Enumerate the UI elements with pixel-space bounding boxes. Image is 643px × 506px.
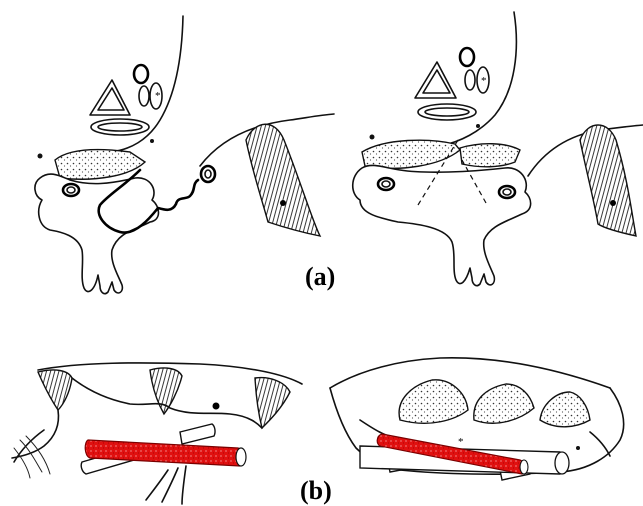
panel-label-a: (a) (305, 264, 335, 290)
trachea-icon (90, 80, 130, 115)
panel-b-left-spine-view (12, 363, 302, 504)
panel-a-left-cross-section: * (35, 16, 334, 294)
fiber-band-3 (255, 378, 290, 428)
vertebral-body-right (362, 140, 460, 168)
carotid-vessels-icon (134, 65, 162, 109)
panel-b-right-spine-view: * (330, 358, 624, 480)
fiber-band-1 (38, 370, 72, 410)
marker-star-right: * (481, 75, 487, 87)
upper-edge-right (330, 358, 610, 388)
esophagus-icon-right (418, 104, 476, 120)
vertebra-outline (35, 174, 159, 294)
fiber-band-2 (150, 368, 182, 414)
bone-segment-2 (474, 384, 534, 423)
small-vessel-icon (201, 166, 215, 182)
vertebra-outline-right (353, 165, 531, 285)
vertebral-body-right-2 (460, 144, 520, 167)
bone-segment-3 (540, 392, 590, 427)
marker-star: * (155, 90, 161, 102)
panel-a-right-cross-section: * (353, 12, 643, 286)
muscle-bundle (246, 124, 320, 236)
bone-segment-1 (399, 380, 468, 423)
esophagus-icon (91, 119, 149, 135)
marker-star-b: * (458, 436, 464, 448)
muscle-bundle-right (580, 125, 636, 236)
small-tube-2 (180, 424, 215, 444)
trachea-icon-right (415, 62, 456, 98)
panel-label-b: (b) (300, 478, 332, 504)
vertebral-body (55, 150, 145, 180)
